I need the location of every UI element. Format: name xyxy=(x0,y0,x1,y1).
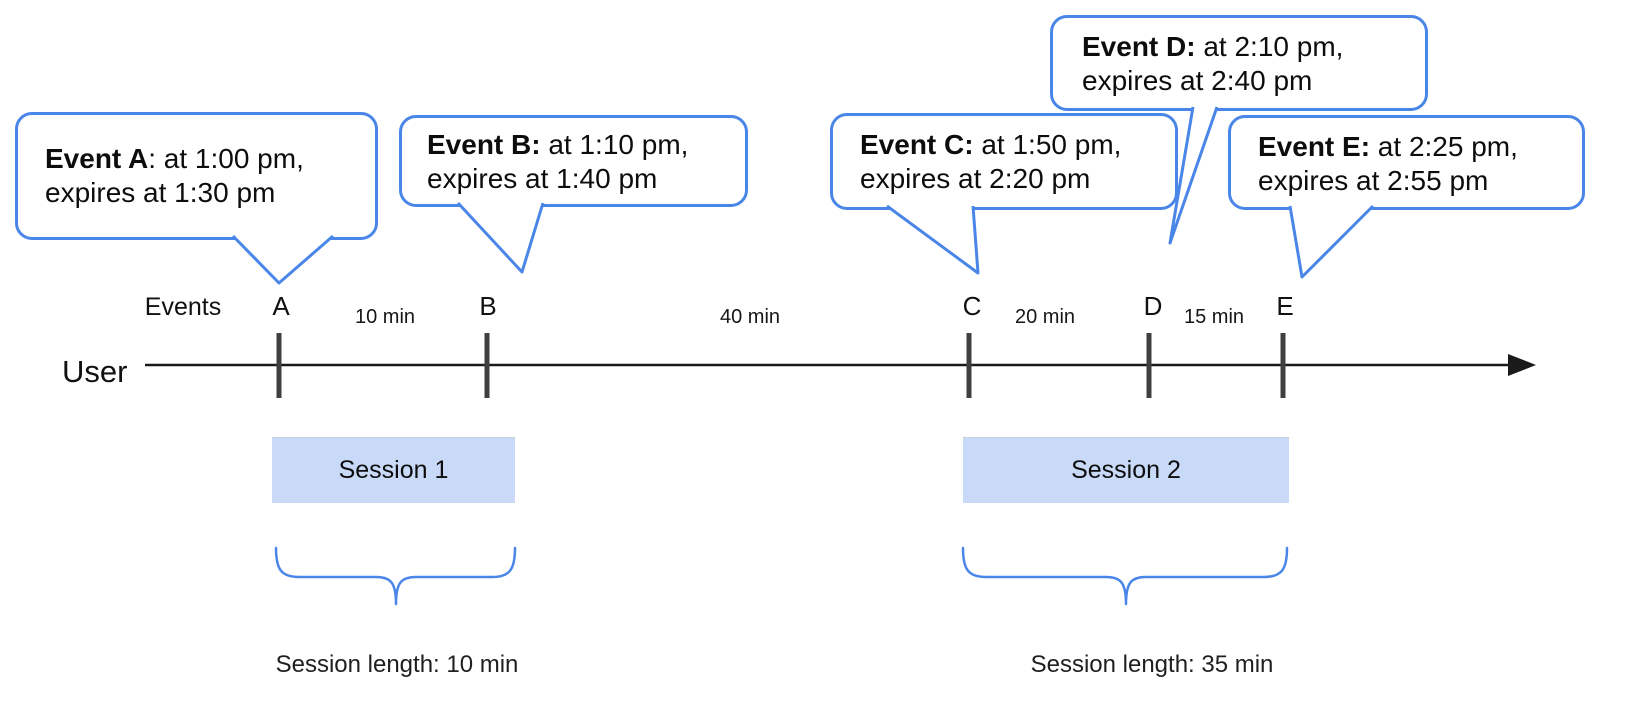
event-b-callout-expiry: expires at 1:40 pm xyxy=(427,163,658,194)
session-1-length-label: Session length: 10 min xyxy=(275,651,519,678)
events-axis-label: Events xyxy=(144,293,222,321)
event-c-callout-expiry: expires at 2:20 pm xyxy=(860,163,1091,194)
tick-event-e xyxy=(1280,333,1286,398)
tick-event-a xyxy=(276,333,282,398)
event-d-callout-expiry: expires at 2:40 pm xyxy=(1082,65,1313,96)
event-d-callout-time: at 2:10 pm, xyxy=(1195,31,1344,62)
event-a-callout-title: Event A xyxy=(45,143,149,174)
session-1-box: Session 1 xyxy=(272,437,515,503)
interval-b-c-label: 40 min xyxy=(719,306,781,328)
event-b-label: B xyxy=(479,291,497,321)
tick-event-d xyxy=(1146,333,1152,398)
event-b-callout-time: at 1:10 pm, xyxy=(540,129,689,160)
event-e-callout: Event E: at 2:25 pm, expires at 2:55 pm xyxy=(1228,115,1585,210)
event-a-callout-expiry: expires at 1:30 pm xyxy=(45,177,276,208)
event-e-callout-title: Event E: xyxy=(1258,131,1371,162)
event-a-callout: Event A: at 1:00 pm, expires at 1:30 pm xyxy=(15,112,378,240)
event-b-callout-title: Event B: xyxy=(427,129,541,160)
interval-c-d-label: 20 min xyxy=(1014,306,1076,328)
event-a-label: A xyxy=(272,291,290,321)
session-1-brace xyxy=(274,546,517,606)
session-2-box: Session 2 xyxy=(963,437,1289,503)
event-b-callout: Event B: at 1:10 pm, expires at 1:40 pm xyxy=(399,115,748,207)
session-2-label: Session 2 xyxy=(1071,456,1181,484)
event-e-callout-tail xyxy=(1288,204,1375,279)
tick-event-b xyxy=(484,333,490,398)
event-e-callout-time: at 2:25 pm, xyxy=(1370,131,1518,162)
interval-d-e-label: 15 min xyxy=(1183,306,1245,328)
tick-event-c xyxy=(966,333,972,398)
event-c-callout-title: Event C: xyxy=(860,129,974,160)
event-e-label: E xyxy=(1276,291,1294,321)
interval-a-b-label: 10 min xyxy=(354,306,416,328)
event-d-label: D xyxy=(1143,291,1163,321)
session-2-length-label: Session length: 35 min xyxy=(1030,651,1274,678)
event-c-callout-tail xyxy=(886,204,980,275)
timeline-arrowhead-icon xyxy=(1508,354,1536,376)
event-c-callout-time: at 1:50 pm, xyxy=(973,129,1122,160)
event-b-callout-tail xyxy=(456,201,545,274)
event-c-label: C xyxy=(962,291,982,321)
event-a-callout-tail xyxy=(231,234,334,285)
event-e-callout-expiry: expires at 2:55 pm xyxy=(1258,165,1489,196)
event-c-callout: Event C: at 1:50 pm, expires at 2:20 pm xyxy=(830,113,1178,210)
event-d-callout: Event D: at 2:10 pm, expires at 2:40 pm xyxy=(1050,15,1428,111)
event-a-callout-time: : at 1:00 pm, xyxy=(148,143,304,174)
user-axis-label: User xyxy=(62,354,128,389)
session-1-label: Session 1 xyxy=(338,456,449,484)
event-d-callout-tail xyxy=(1168,106,1219,245)
session-2-brace xyxy=(961,546,1289,606)
event-d-callout-title: Event D: xyxy=(1082,31,1196,62)
